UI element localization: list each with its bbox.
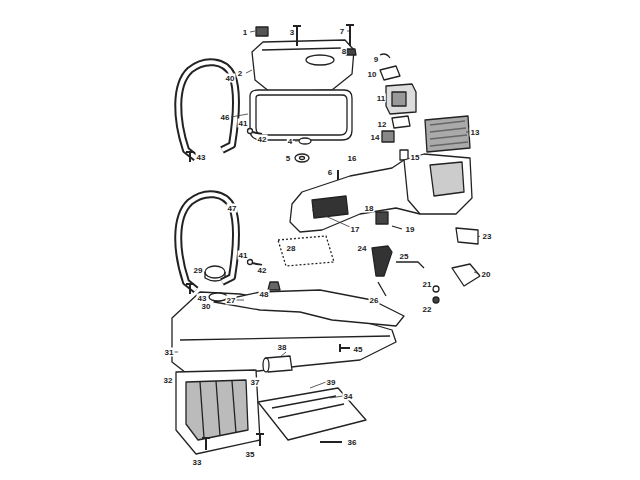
callout-number: 1 [242, 28, 248, 37]
callout-number: 40 [225, 74, 236, 83]
callout-number: 29 [193, 266, 204, 275]
callout-number: 30 [201, 302, 212, 311]
callout-number: 13 [470, 128, 481, 137]
callout-number: 6 [327, 168, 333, 177]
callout-number: 41 [238, 251, 249, 260]
callout-number: 18 [364, 204, 375, 213]
callout-number: 5 [285, 154, 291, 163]
callout-number: 10 [367, 70, 378, 79]
callout-number: 21 [422, 280, 433, 289]
callout-number: 31 [164, 348, 175, 357]
callout-number: 15 [410, 153, 421, 162]
callout-number: 32 [163, 376, 174, 385]
callout-number: 20 [481, 270, 492, 279]
callout-number: 16 [347, 154, 358, 163]
callout-number: 24 [357, 244, 368, 253]
callout-number: 45 [353, 345, 364, 354]
callout-number: 48 [259, 290, 270, 299]
callout-number: 47 [227, 204, 238, 213]
callout-number: 3 [289, 28, 295, 37]
callout-number: 42 [257, 135, 268, 144]
callout-number: 8 [341, 47, 347, 56]
callout-number: 19 [405, 225, 416, 234]
callout-number: 43 [196, 153, 207, 162]
callout-number: 9 [373, 55, 379, 64]
callout-number: 14 [370, 133, 381, 142]
callout-number: 42 [257, 266, 268, 275]
callout-number: 17 [350, 225, 361, 234]
callout-number: 38 [277, 343, 288, 352]
callout-number: 26 [369, 296, 380, 305]
callout-number: 35 [245, 450, 256, 459]
callout-number: 2 [237, 69, 243, 78]
callout-number: 27 [226, 296, 237, 305]
callout-number: 39 [326, 378, 337, 387]
callout-number: 25 [399, 252, 410, 261]
callout-number: 36 [347, 438, 358, 447]
callout-number: 34 [343, 392, 354, 401]
callout-number: 28 [286, 244, 297, 253]
callout-number: 23 [482, 232, 493, 241]
callout-number: 33 [192, 458, 203, 467]
callout-number: 22 [422, 305, 433, 314]
callout-number: 7 [339, 27, 345, 36]
callout-number: 4 [287, 137, 293, 146]
callout-number: 46 [220, 113, 231, 122]
callout-number: 12 [377, 120, 388, 129]
callout-number: 41 [238, 119, 249, 128]
callout-number: 11 [376, 94, 386, 103]
callout-number: 37 [250, 378, 261, 387]
